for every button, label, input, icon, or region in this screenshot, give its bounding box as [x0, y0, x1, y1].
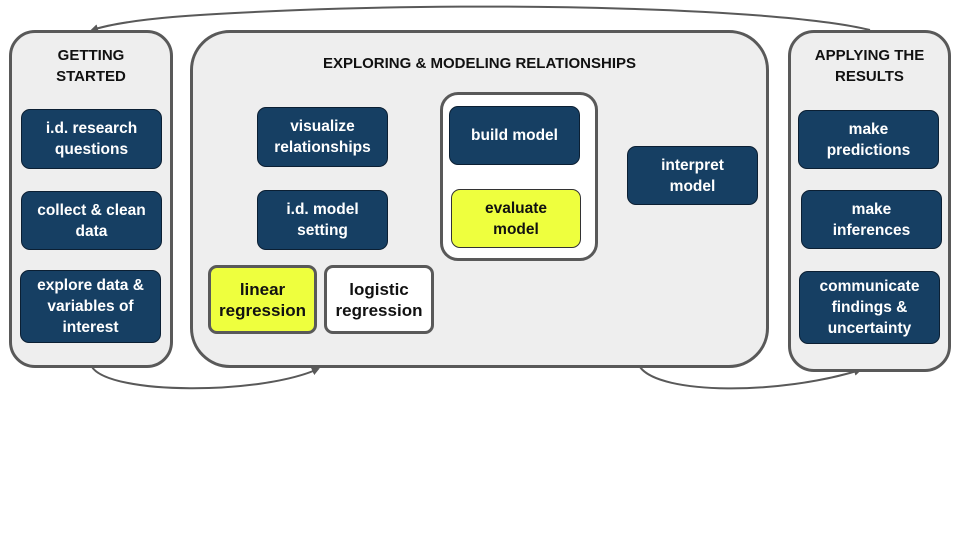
node-explore-data: explore data & variables of interest [20, 270, 161, 343]
node-label: logistic regression [335, 279, 423, 320]
node-evaluate-model: evaluate model [451, 189, 581, 248]
node-label: make inferences [832, 200, 911, 239]
node-label: interpret model [661, 156, 724, 195]
node-collect-clean-data: collect & clean data [21, 191, 162, 250]
node-model-setting: i.d. model setting [257, 190, 388, 250]
node-label: linear regression [219, 279, 306, 320]
node-communicate-findings: communicate findings & uncertainty [799, 271, 940, 344]
node-interpret-model: interpret model [627, 146, 758, 205]
node-label: visualize relationships [274, 118, 371, 156]
node-build-model: build model [449, 106, 580, 165]
node-label: i.d. model setting [286, 201, 359, 239]
loop-arrow-top [90, 5, 871, 33]
node-make-inferences: make inferences [801, 190, 942, 249]
node-label: explore data & variables of interest [37, 277, 144, 336]
node-make-predictions: make predictions [798, 110, 939, 169]
panel-title-applying: APPLYING THE RESULTS [814, 47, 925, 85]
panel-title-exploring: EXPLORING & MODELING RELATIONSHIPS [322, 55, 637, 72]
node-label: make predictions [826, 120, 911, 159]
node-label: build model [471, 127, 558, 144]
node-label: evaluate model [484, 199, 548, 238]
node-visualize-relationships: visualize relationships [257, 107, 388, 167]
node-label: i.d. research questions [45, 120, 138, 158]
node-label: collect & clean data [37, 201, 146, 240]
node-linear-regression: linear regression [208, 265, 317, 334]
node-label: communicate findings & uncertainty [819, 278, 920, 337]
arrow-start-to-explore [91, 366, 320, 390]
node-logistic-regression: logistic regression [324, 265, 434, 334]
panel-title-getting-started: GETTING STARTED [56, 47, 126, 85]
node-research-questions: i.d. research questions [21, 109, 162, 169]
